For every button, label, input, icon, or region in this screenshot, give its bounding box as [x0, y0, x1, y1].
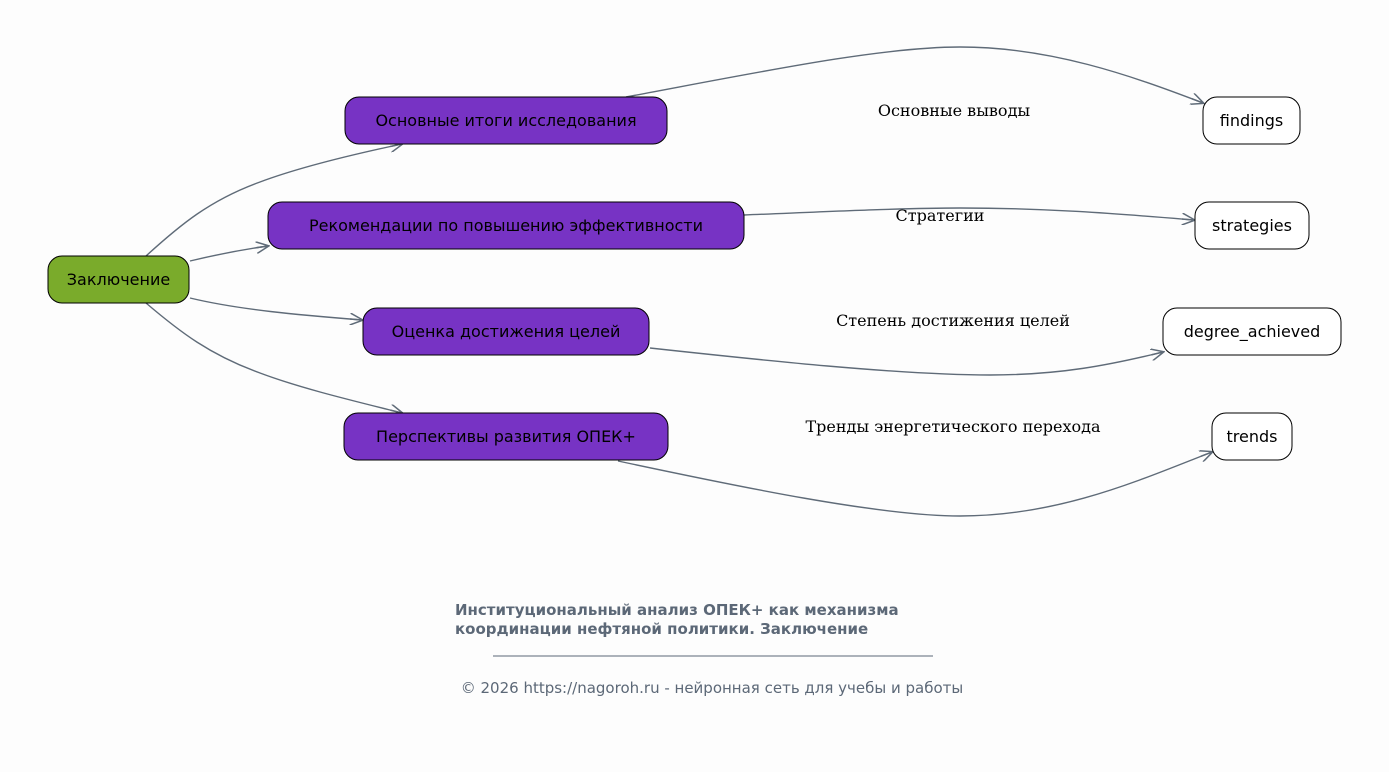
edge-root-perspectives — [145, 302, 402, 413]
node-label: degree_achieved — [1184, 322, 1321, 342]
edge-root-findings-branch — [145, 144, 402, 257]
node-root[interactable]: Заключение — [47, 255, 190, 304]
edge-root-recommendations — [189, 246, 268, 262]
edge-trends — [617, 452, 1212, 517]
caption-line-2: координации нефтяной политики. Заключени… — [455, 620, 868, 638]
node-evaluation[interactable]: Оценка достижения целей — [362, 307, 650, 356]
node-label: Основные итоги исследования — [375, 111, 636, 130]
edge-degree — [649, 347, 1163, 376]
edge-strategies — [743, 207, 1194, 220]
edge-label-degree: Степень достижения целей — [836, 311, 1070, 330]
node-label: trends — [1227, 427, 1278, 446]
edge-label-trends: Тренды энергетического перехода — [805, 417, 1101, 436]
caption-line-1: Институциональный анализ ОПЕК+ как механ… — [455, 601, 899, 619]
node-root-label: Заключение — [67, 270, 170, 289]
edge-label-findings: Основные выводы — [878, 101, 1031, 120]
node-leaf-trends[interactable]: trends — [1211, 412, 1293, 461]
node-findings-branch[interactable]: Основные итоги исследования — [344, 96, 668, 145]
node-label: Рекомендации по повышению эффективности — [309, 216, 703, 235]
node-perspectives[interactable]: Перспективы развития ОПЕК+ — [343, 412, 669, 461]
node-label: Перспективы развития ОПЕК+ — [376, 427, 636, 446]
footer-copyright: © 2026 https://nagoroh.ru - нейронная се… — [461, 679, 964, 697]
edge-label-strategies: Стратегии — [896, 206, 985, 225]
node-leaf-degree[interactable]: degree_achieved — [1162, 307, 1342, 356]
node-label: Оценка достижения целей — [392, 322, 621, 341]
node-leaf-strategies[interactable]: strategies — [1194, 201, 1310, 250]
node-leaf-findings[interactable]: findings — [1202, 96, 1301, 145]
edge-root-evaluation — [189, 297, 362, 320]
node-label: findings — [1220, 111, 1283, 130]
node-recommendations[interactable]: Рекомендации по повышению эффективности — [267, 201, 745, 250]
edge-findings — [625, 46, 1203, 103]
node-label: strategies — [1212, 216, 1292, 235]
